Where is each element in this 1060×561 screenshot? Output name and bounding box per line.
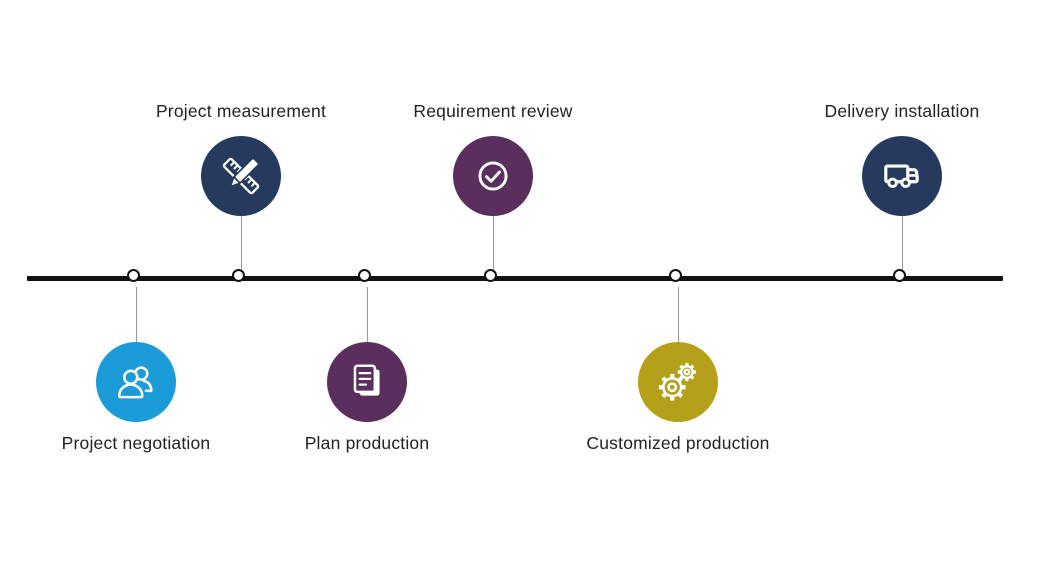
timeline-node (893, 269, 906, 282)
step-circle (96, 342, 176, 422)
users-icon (118, 366, 153, 399)
step-label: Requirement review (413, 101, 573, 121)
timeline-node (358, 269, 371, 282)
document-icon (353, 364, 380, 396)
timeline-node (232, 269, 245, 282)
truck-icon (884, 164, 919, 189)
step-label: Customized production (586, 433, 770, 453)
timeline-node (127, 269, 140, 282)
connector-line (367, 287, 368, 342)
step-label: Delivery installation (824, 101, 980, 121)
connector-line (493, 216, 494, 270)
connector-line (678, 287, 679, 342)
gears-icon (658, 362, 696, 401)
step-circle (638, 342, 718, 422)
timeline-node (484, 269, 497, 282)
connector-line (136, 287, 137, 342)
ruler-pencil-icon (222, 157, 260, 195)
step-label: Project measurement (155, 101, 327, 121)
step-circle (201, 136, 281, 216)
step-label: Plan production (304, 433, 430, 453)
step-circle (327, 342, 407, 422)
connector-line (241, 216, 242, 270)
check-circle-icon (478, 161, 508, 191)
step-circle (862, 136, 942, 216)
step-label: Project negotiation (61, 433, 211, 453)
connector-line (902, 216, 903, 270)
timeline-line (27, 276, 1003, 281)
step-circle (453, 136, 533, 216)
timeline-node (669, 269, 682, 282)
